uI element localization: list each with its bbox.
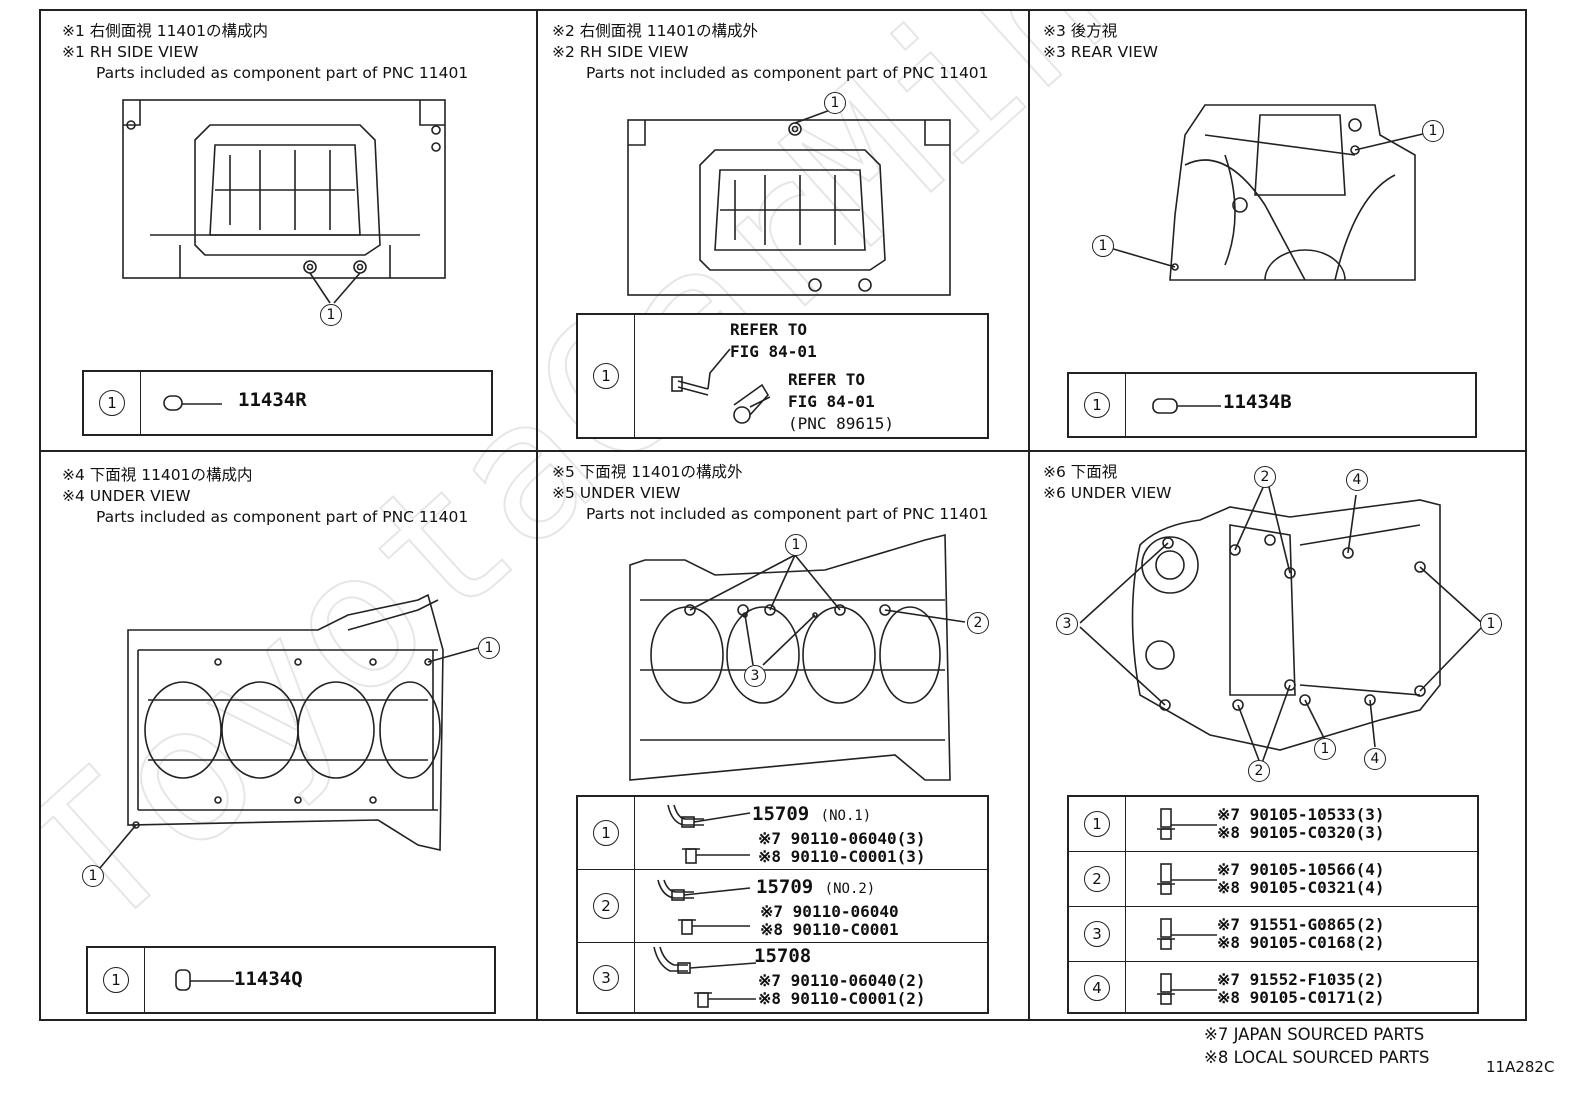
callout-1-panel6-right: 1 bbox=[1480, 613, 1502, 635]
row-number: 1 bbox=[593, 363, 619, 389]
bolt-local[interactable]: ※8 90110-C0001(2) bbox=[758, 989, 926, 1008]
table-row: 2 ※7 90105-10566(4) ※8 90105-C0321(4) bbox=[1069, 851, 1477, 906]
bolt-icon bbox=[1157, 973, 1217, 1005]
engine-block-rh-side-drawing bbox=[122, 99, 446, 304]
part-number[interactable]: 15709 (NO.2) bbox=[756, 876, 876, 898]
engine-block-under-drawing-2 bbox=[629, 533, 966, 781]
bolt-icon bbox=[1157, 863, 1217, 895]
callout-1-panel4-right: 1 bbox=[478, 637, 500, 659]
row-number: 1 bbox=[1084, 392, 1110, 418]
callout-3-panel6: 3 bbox=[1056, 613, 1078, 635]
table-row: 3 15708 ※7 90110-06040(2) ※8 90110-C0001… bbox=[578, 942, 987, 1013]
row-number: 1 bbox=[99, 390, 125, 416]
parts-table-panel4: 1 11434Q bbox=[86, 946, 496, 1014]
callout-4-panel6-top: 4 bbox=[1346, 469, 1368, 491]
pin-icon bbox=[175, 969, 234, 991]
oil-nozzle-icon bbox=[657, 879, 751, 935]
table-row: 3 ※7 91551-G0865(2) ※8 90105-C0168(2) bbox=[1069, 906, 1477, 961]
table-row: 2 15709 (NO.2) ※7 90110-06040 ※8 90110-C… bbox=[578, 869, 987, 942]
engine-block-rh-side-drawing-2 bbox=[627, 108, 951, 296]
row-number: 2 bbox=[1084, 866, 1110, 892]
callout-1-panel2: 1 bbox=[824, 92, 846, 114]
part-number[interactable]: 11434Q bbox=[234, 968, 303, 990]
legend-local-sourced: ※8 LOCAL SOURCED PARTS bbox=[1204, 1048, 1430, 1067]
parts-table-panel5: 1 15709 (NO.1) ※7 90110-06040(3) ※8 9011… bbox=[576, 795, 989, 1014]
oil-nozzle-icon bbox=[667, 804, 751, 864]
part-number[interactable]: 15709 (NO.1) bbox=[752, 803, 872, 825]
bolt-local[interactable]: ※8 90105-C0320(3) bbox=[1217, 823, 1385, 842]
callout-1-panel1: 1 bbox=[320, 304, 342, 326]
divider-h bbox=[39, 450, 1527, 452]
row-number: 2 bbox=[593, 893, 619, 919]
part-number[interactable]: 15708 bbox=[754, 945, 812, 967]
divider-v1 bbox=[536, 9, 538, 1021]
pin-icon bbox=[1152, 398, 1221, 414]
bolt-japan[interactable]: ※7 90110-06040(3) bbox=[758, 829, 926, 848]
panel3-caption: ※3 後方視※3 REAR VIEW bbox=[1043, 22, 1158, 61]
bolt-japan[interactable]: ※7 90105-10533(3) bbox=[1217, 805, 1385, 824]
table-row: 1 ※7 90105-10533(3) ※8 90105-C0320(3) bbox=[1069, 797, 1477, 851]
bolt-japan[interactable]: ※7 90110-06040 bbox=[760, 902, 899, 921]
callout-4-panel6-bottom: 4 bbox=[1364, 748, 1386, 770]
callout-2-panel5: 2 bbox=[967, 612, 989, 634]
bolt-local[interactable]: ※8 90105-C0168(2) bbox=[1217, 933, 1385, 952]
callout-2-panel6-top: 2 bbox=[1254, 466, 1276, 488]
part-number[interactable]: 11434R bbox=[238, 389, 307, 411]
engine-block-rear-drawing bbox=[1109, 104, 1428, 281]
legend-japan-sourced: ※7 JAPAN SOURCED PARTS bbox=[1204, 1025, 1425, 1044]
row-number: 1 bbox=[103, 967, 129, 993]
parts-table-panel3: 1 11434B bbox=[1067, 372, 1477, 438]
bolt-icon bbox=[1157, 918, 1217, 950]
bolt-local[interactable]: ※8 90110-C0001 bbox=[760, 920, 899, 939]
bolt-japan[interactable]: ※7 90105-10566(4) bbox=[1217, 860, 1385, 879]
bolt-local[interactable]: ※8 90105-C0321(4) bbox=[1217, 878, 1385, 897]
figure-code: 11A282C bbox=[1486, 1058, 1555, 1076]
row-number: 3 bbox=[593, 965, 619, 991]
callout-1-panel5: 1 bbox=[785, 534, 807, 556]
divider-v2 bbox=[1028, 9, 1030, 1021]
callout-1-panel4-left: 1 bbox=[82, 865, 104, 887]
row-number: 3 bbox=[1084, 921, 1110, 947]
callout-3-panel5: 3 bbox=[744, 665, 766, 687]
callout-2-panel6-bottom: 2 bbox=[1248, 760, 1270, 782]
bolt-local[interactable]: ※8 90110-C0001(3) bbox=[758, 847, 926, 866]
oil-nozzle-icon bbox=[653, 946, 757, 1008]
bolt-icon bbox=[1157, 808, 1217, 840]
callout-1-panel3-left: 1 bbox=[1092, 235, 1114, 257]
row-number: 4 bbox=[1084, 975, 1110, 1001]
part-number[interactable]: 11434B bbox=[1223, 391, 1292, 413]
engine-block-under-drawing-3 bbox=[1079, 482, 1483, 764]
table-row: 1 15709 (NO.1) ※7 90110-06040(3) ※8 9011… bbox=[578, 797, 987, 869]
callout-1-panel6-bottom: 1 bbox=[1314, 738, 1336, 760]
row-number: 1 bbox=[1084, 811, 1110, 837]
bolt-local[interactable]: ※8 90105-C0171(2) bbox=[1217, 988, 1385, 1007]
bolt-and-sensor-icon bbox=[671, 348, 770, 424]
bolt-japan[interactable]: ※7 90110-06040(2) bbox=[758, 971, 926, 990]
pin-icon bbox=[163, 395, 222, 411]
parts-table-panel6: 1 ※7 90105-10533(3) ※8 90105-C0320(3) 2 … bbox=[1067, 795, 1479, 1014]
panel6-caption: ※6 下面視※6 UNDER VIEW bbox=[1043, 463, 1172, 502]
engine-block-under-drawing bbox=[99, 593, 479, 869]
parts-table-panel1: 1 11434R bbox=[82, 370, 493, 436]
callout-1-panel3-right: 1 bbox=[1422, 120, 1444, 142]
bolt-japan[interactable]: ※7 91551-G0865(2) bbox=[1217, 915, 1385, 934]
table-row: 4 ※7 91552-F1035(2) ※8 90105-C0171(2) bbox=[1069, 961, 1477, 1014]
diagram-frame bbox=[39, 9, 1527, 1021]
row-number: 1 bbox=[593, 820, 619, 846]
bolt-japan[interactable]: ※7 91552-F1035(2) bbox=[1217, 970, 1385, 989]
